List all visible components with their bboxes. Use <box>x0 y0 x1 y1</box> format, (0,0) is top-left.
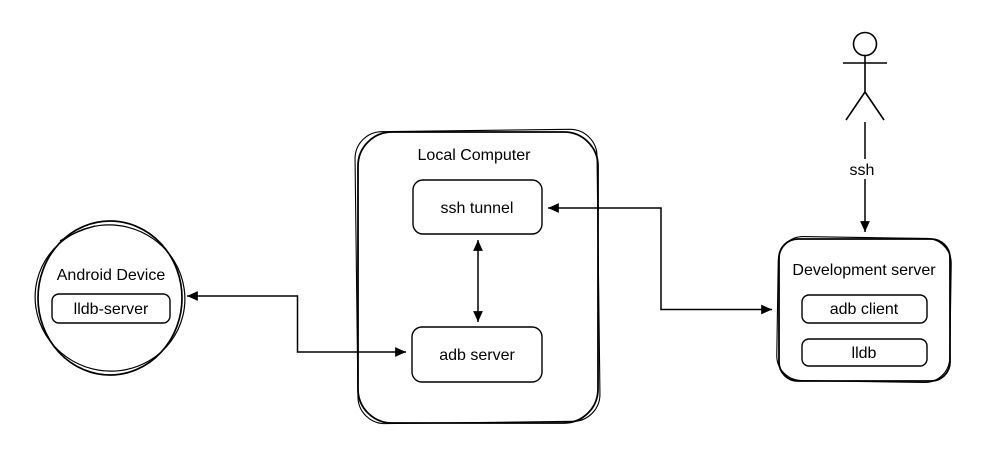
adb-client-label: adb client <box>830 301 899 318</box>
adb-server-label: adb server <box>439 347 515 364</box>
lldb-box <box>801 338 928 367</box>
actor-icon <box>843 31 887 121</box>
ssh-edge-label: ssh <box>850 162 875 179</box>
adb-server-box <box>411 326 543 383</box>
lldb-server-label: lldb-server <box>74 301 149 318</box>
lldb-server-box <box>51 293 171 324</box>
android-device-title: Android Device <box>57 267 166 284</box>
sketch-stroke <box>59 225 96 242</box>
ssh-edge-label-background <box>847 159 877 179</box>
adb-client-box <box>801 294 928 324</box>
lldb-label: lldb <box>852 345 877 362</box>
development-server-title: Development server <box>792 262 936 279</box>
edge-sshtunnel-devserver <box>548 203 772 315</box>
local-computer-title: Local Computer <box>418 147 532 164</box>
edge-adbserver-androiddevice <box>187 291 406 357</box>
ssh-tunnel-label: ssh tunnel <box>441 200 514 217</box>
ssh-tunnel-box <box>412 179 543 235</box>
